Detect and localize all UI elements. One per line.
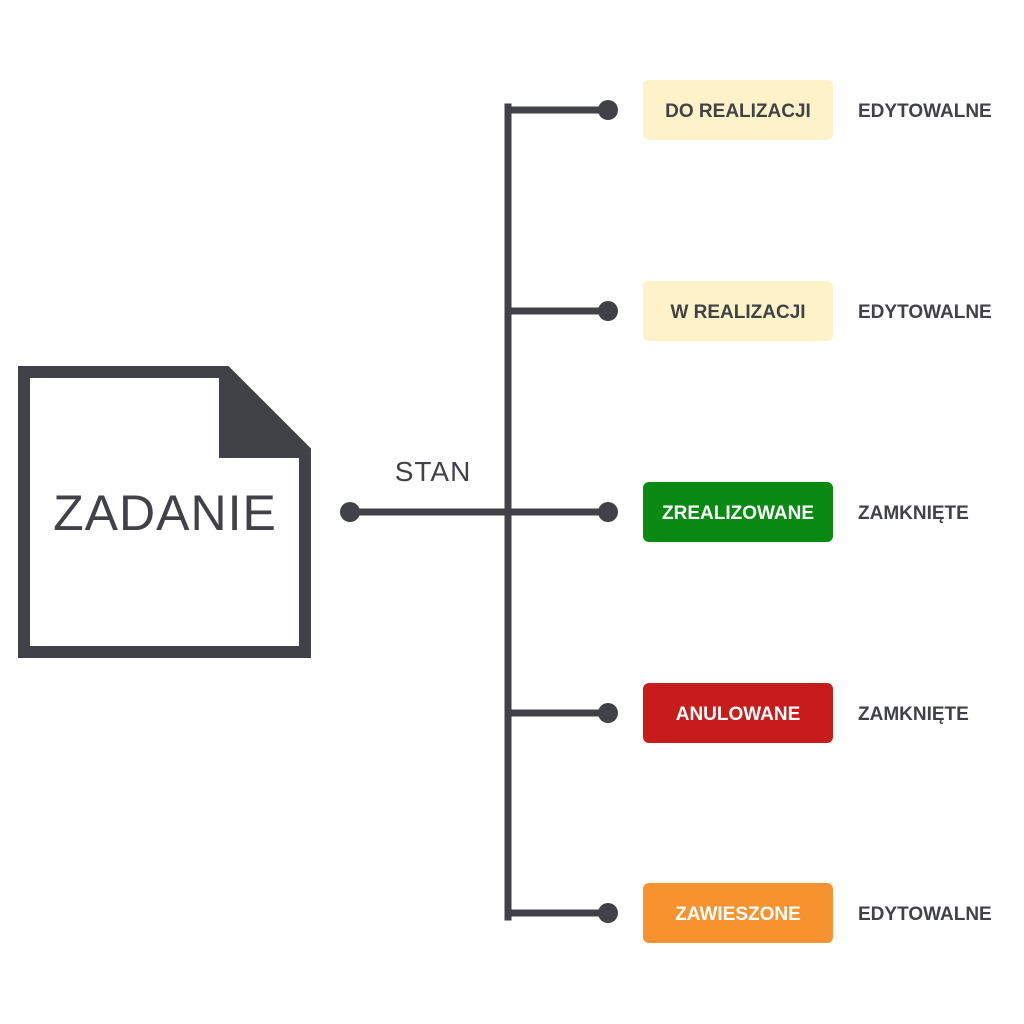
document-icon: ZADANIE xyxy=(18,366,311,658)
access-label: ZAMKNIĘTE xyxy=(858,704,969,725)
branch-dot xyxy=(598,301,618,321)
state-row-0: DO REALIZACJI EDYTOWALNE xyxy=(508,80,992,140)
access-label: EDYTOWALNE xyxy=(858,101,992,122)
branch-dot xyxy=(598,703,618,723)
branch-dot xyxy=(598,502,618,522)
status-badge-label: ZAWIESZONE xyxy=(675,904,801,925)
status-badge xyxy=(643,482,833,542)
status-badge xyxy=(643,683,833,743)
status-badge xyxy=(643,281,833,341)
status-badge xyxy=(643,883,833,943)
connector: STAN xyxy=(340,456,508,522)
state-row-4: ZAWIESZONE EDYTOWALNE xyxy=(508,883,992,943)
status-badge-label: ANULOWANE xyxy=(676,704,801,725)
branch-dot xyxy=(598,100,618,120)
connector-label: STAN xyxy=(395,456,472,487)
status-badge-label: DO REALIZACJI xyxy=(665,101,811,122)
status-badge-label: W REALIZACJI xyxy=(670,302,805,323)
branch-dot xyxy=(598,903,618,923)
status-badge-label: ZREALIZOWANE xyxy=(662,503,814,524)
state-row-2: ZREALIZOWANE ZAMKNIĘTE xyxy=(508,482,969,542)
access-label: EDYTOWALNE xyxy=(858,904,992,925)
access-label: EDYTOWALNE xyxy=(858,302,992,323)
state-row-1: W REALIZACJI EDYTOWALNE xyxy=(508,281,992,341)
state-row-3: ANULOWANE ZAMKNIĘTE xyxy=(508,683,969,743)
document-fold xyxy=(219,366,311,458)
access-label: ZAMKNIĘTE xyxy=(858,503,969,524)
status-badge xyxy=(643,80,833,140)
document-title: ZADANIE xyxy=(53,485,277,541)
